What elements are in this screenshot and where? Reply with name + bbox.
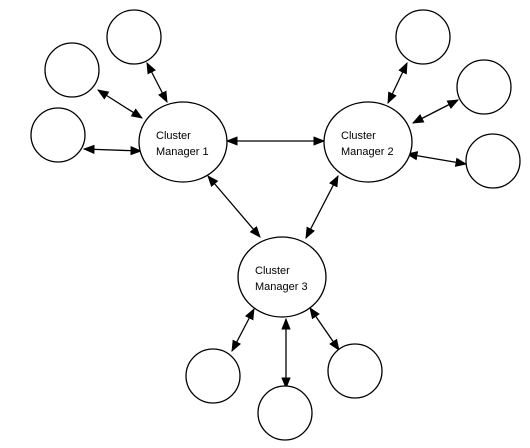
leaf-node-n2b: [456, 59, 512, 115]
cluster-manager-3: Cluster Manager 3: [237, 236, 327, 318]
leaf-nodes-group: [30, 9, 521, 441]
cluster-manager-2: Cluster Manager 2: [323, 101, 413, 183]
edge-cm2-cm3: [305, 174, 339, 240]
leaf-node-n1a: [106, 9, 162, 65]
leaf-node-n2c: [465, 133, 521, 189]
edge-cm1-n1c: [82, 144, 143, 156]
edge-cm1-n1b: [97, 89, 143, 119]
leaf-node-n3c: [327, 343, 383, 399]
edge-cm3-n3a: [231, 307, 255, 353]
leaf-node-n3a: [185, 348, 241, 404]
edge-cm3-n3c: [309, 307, 340, 351]
cluster-manager-1-shape: [138, 101, 228, 183]
leaf-node-n1b: [44, 42, 100, 98]
edge-cm1-cm3: [207, 175, 261, 238]
leaf-node-n3b: [257, 385, 313, 441]
edge-cm2-n2a: [387, 61, 408, 105]
leaf-node-n2a: [395, 9, 451, 65]
edge-cm2-n2b: [411, 99, 460, 124]
edge-cm2-n2c: [405, 151, 468, 167]
leaf-node-n1c: [30, 107, 86, 163]
cluster-manager-1: Cluster Manager 1: [138, 101, 228, 183]
cluster-manager-1-label-line1: Cluster: [156, 130, 191, 142]
cluster-manager-3-label-line2: Manager 3: [255, 281, 308, 293]
cluster-manager-2-label-line2: Manager 2: [341, 146, 394, 158]
cluster-manager-3-label-line1: Cluster: [255, 265, 290, 277]
edges-group: [82, 61, 468, 390]
cluster-manager-1-label-line2: Manager 1: [156, 146, 209, 158]
cluster-managers-group: Cluster Manager 1 Cluster Manager 2 Clus…: [138, 101, 413, 318]
cluster-manager-3-shape: [237, 236, 327, 318]
cluster-manager-2-shape: [323, 101, 413, 183]
cluster-manager-2-label-line1: Cluster: [341, 130, 376, 142]
edge-cm1-n1a: [146, 61, 168, 104]
